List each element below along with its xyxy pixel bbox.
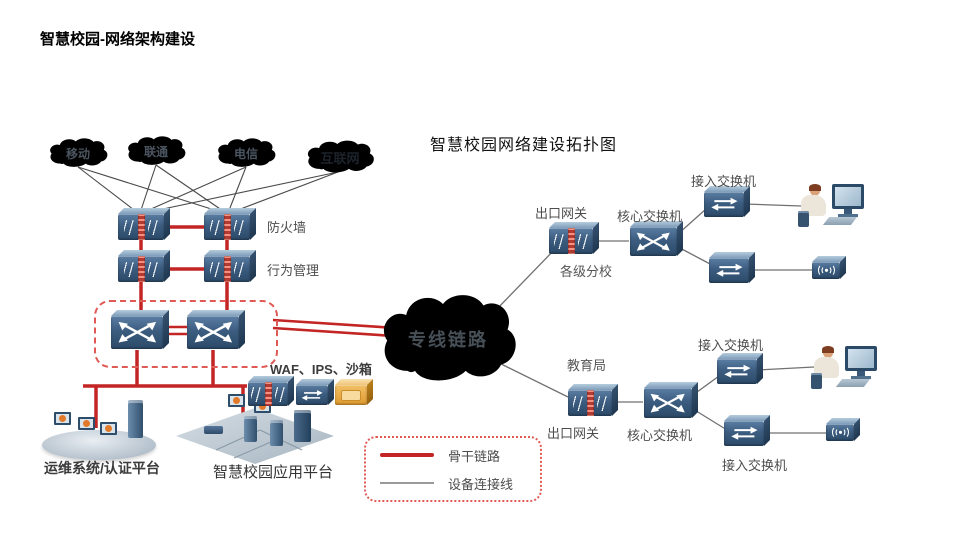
behavior-mgmt-icon (118, 250, 170, 282)
sandbox-icon (335, 379, 373, 405)
access-switch-label-bottom-1: 接入交换机 (698, 338, 764, 353)
isp-cloud-label: 联通 (143, 144, 168, 159)
firewall-icon (204, 208, 256, 240)
access-switch-icon (724, 415, 770, 446)
isp-mesh-lines (77, 164, 339, 214)
branch-site-label: 教育局 (567, 358, 607, 373)
core-switch-icon (187, 310, 245, 349)
isp-cloud-unicom: 联通 (123, 134, 189, 168)
firewall-icon (118, 208, 170, 240)
access-switch-icon (709, 252, 755, 283)
device-link-lines (490, 203, 826, 434)
core-switch-icon (630, 221, 683, 256)
isp-cloud-telecom: 电信 (213, 136, 279, 170)
core-cluster-box (94, 300, 278, 368)
ips-icon (296, 379, 334, 405)
user-workstation-icon (810, 346, 880, 392)
access-switch-icon (704, 186, 750, 217)
user-workstation-icon (797, 184, 867, 230)
firewall-label: 防火墙 (267, 220, 307, 235)
core-switch-label-bottom: 核心交换机 (627, 428, 693, 443)
access-switch-label-top: 接入交换机 (691, 174, 757, 189)
exit-gateway-icon (568, 384, 618, 416)
core-switch-label-top: 核心交换机 (617, 209, 683, 224)
waf-icon (248, 376, 294, 406)
app-platform-icon (176, 392, 334, 464)
gateway-label-bottom: 出口网关 (547, 426, 600, 441)
core-switch-icon (111, 310, 169, 349)
ops-platform-label: 运维系统/认证平台 (44, 460, 160, 476)
legend-device-link-label: 设备连接线 (448, 476, 514, 492)
behavior-mgmt-icon (204, 250, 256, 282)
branch-site-label: 各级分校 (560, 264, 613, 279)
isp-cloud-internet: 互联网 (302, 138, 378, 176)
wan-cloud: 专线链路 (372, 288, 524, 390)
ops-platform-icon (42, 396, 164, 460)
security-devices-label: WAF、IPS、沙箱 (270, 362, 372, 377)
wireless-ap-icon (812, 256, 846, 279)
isp-cloud-label: 电信 (233, 146, 258, 161)
isp-cloud-label: 移动 (65, 146, 90, 161)
wireless-ap-icon (826, 418, 860, 441)
legend-backbone-row: 骨干链路 (366, 446, 540, 465)
legend-backbone-label: 骨干链路 (448, 448, 501, 464)
isp-cloud-mobile: 移动 (45, 136, 111, 170)
access-switch-label-bottom-2: 接入交换机 (722, 458, 788, 473)
page-title: 智慧校园-网络架构建设 (40, 31, 195, 48)
diagram-title: 智慧校园网络建设拓扑图 (430, 137, 618, 154)
backbone-line-sample (380, 453, 434, 457)
access-switch-icon (717, 353, 763, 384)
app-platform-label: 智慧校园应用平台 (212, 464, 333, 481)
core-switch-icon (644, 382, 698, 418)
legend-box: 骨干链路 设备连接线 (364, 436, 542, 502)
device-line-sample (380, 482, 434, 484)
exit-gateway-icon (549, 222, 599, 254)
wan-cloud-label: 专线链路 (408, 330, 488, 350)
behavior-mgmt-label: 行为管理 (267, 263, 320, 278)
legend-device-link-row: 设备连接线 (366, 474, 540, 493)
isp-cloud-label: 互联网 (320, 150, 360, 166)
gateway-label-top: 出口网关 (535, 206, 588, 221)
